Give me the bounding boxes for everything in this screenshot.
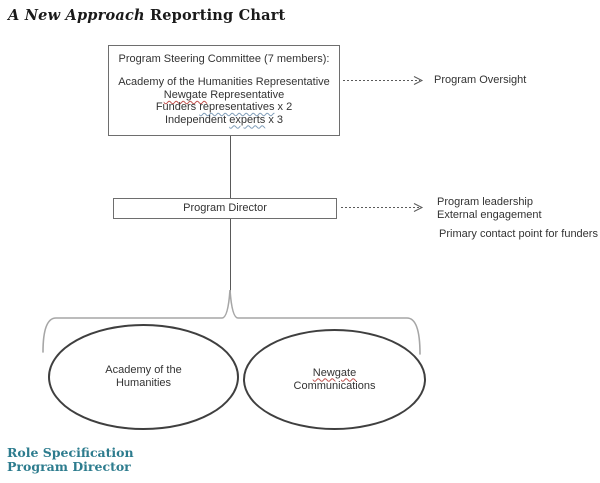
oversight-annotation: Program Oversight (434, 74, 527, 86)
dotted-arrow-director (341, 203, 424, 212)
steering-member-4-post: x 3 (265, 113, 284, 126)
steering-member-2: Newgate Representative (109, 89, 339, 101)
academy-ellipse: Academy of the Humanities (48, 324, 239, 430)
steering-heading: Program Steering Committee (7 members): (118, 53, 330, 65)
program-director-box: Program Director (113, 198, 337, 219)
contact-annotation: Primary contact point for funders (439, 228, 598, 240)
academy-line-1: Academy of the (105, 364, 182, 376)
steering-spacer (109, 65, 339, 76)
newgate-ellipse-label: Newgate Communications (294, 367, 376, 393)
steering-member-3: Funders representatives x 2 (109, 101, 339, 113)
leadership-line-2: External engagement (437, 208, 542, 221)
footer-role-specification: Role Specification Program Director (7, 446, 134, 473)
title-emphasis: A New Approach (8, 7, 145, 24)
grammar-word: representatives (199, 101, 275, 114)
connector-director-to-brace (230, 219, 231, 295)
spellcheck-word: Newgate (163, 88, 208, 101)
academy-line-2: Humanities (115, 377, 172, 389)
connector-steering-to-director (230, 136, 231, 198)
title-rest: Reporting Chart (144, 7, 286, 24)
program-director-label: Program Director (183, 202, 267, 214)
leadership-annotation: Program leadership External engagement (437, 196, 542, 221)
steering-member-2-rest: Representative (207, 88, 285, 101)
steering-member-3-post: x 2 (274, 101, 293, 114)
leadership-line-1: Program leadership (437, 196, 533, 208)
footer-line-1: Role Specification (7, 445, 134, 460)
page-title: A New Approach Reporting Chart (8, 7, 285, 24)
dotted-arrow-oversight (343, 76, 424, 85)
steering-member-4: Independent experts x 3 (109, 114, 339, 126)
spellcheck-word: Newgate (312, 366, 357, 379)
newgate-line-2: Communications (293, 379, 376, 392)
newgate-line-1: Newgate (294, 367, 376, 380)
steering-member-3-pre: Funders (155, 101, 200, 114)
footer-line-2: Program Director (7, 458, 131, 474)
steering-member-1: Academy of the Humanities Representative (118, 76, 330, 89)
steering-member-4-pre: Independent (164, 113, 230, 126)
brace (42, 289, 421, 355)
steering-committee-box: Program Steering Committee (7 members): … (108, 45, 340, 136)
academy-ellipse-label: Academy of the Humanities (105, 364, 181, 390)
grammar-word: experts (229, 113, 266, 126)
newgate-ellipse: Newgate Communications (243, 329, 426, 430)
